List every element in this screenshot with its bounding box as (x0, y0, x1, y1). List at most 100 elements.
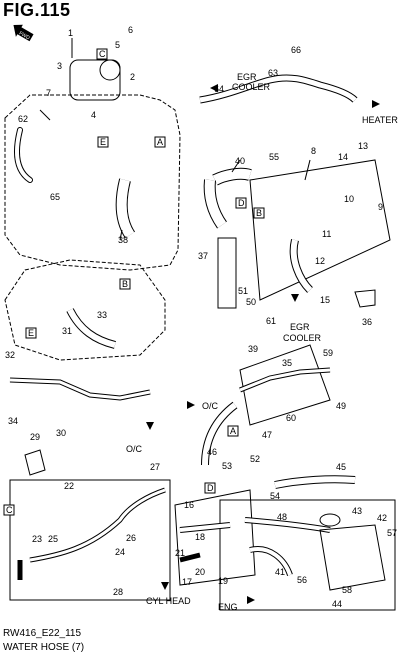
callout-35: 35 (282, 358, 292, 368)
callout-65: 65 (50, 192, 60, 202)
callout-12: 12 (315, 256, 325, 266)
ref-box-d-mid: D (204, 482, 216, 494)
callout-59: 59 (323, 348, 333, 358)
dest-egr-cooler-top-1: EGR (237, 72, 257, 82)
callout-25: 25 (48, 534, 58, 544)
svg-text:E: E (28, 328, 34, 338)
lower-left-box (9, 479, 171, 601)
reservoir-tank (319, 524, 386, 591)
ref-box-a-top: A (154, 136, 166, 148)
fwd-arrow-icon: FWD (13, 24, 34, 41)
callout-26: 26 (126, 533, 136, 543)
hose-17 (179, 552, 201, 563)
callout-15: 15 (320, 295, 330, 305)
callout-11: 11 (322, 229, 331, 239)
egr-cooler-top-arrow-icon (210, 84, 218, 92)
ref-box-d-top: D (235, 197, 247, 209)
callout-32: 32 (5, 350, 15, 360)
svg-text:A: A (230, 426, 236, 436)
svg-text:A: A (157, 137, 163, 147)
ref-box-e-mid: E (25, 327, 37, 339)
svg-text:FWD: FWD (18, 30, 31, 41)
engine-lower-outline (4, 259, 166, 361)
svg-text:C: C (6, 505, 13, 515)
dest-egr-cooler-mid-2: COOLER (283, 333, 322, 343)
callout-64: 64 (214, 84, 224, 94)
eng-arrow-icon (247, 596, 255, 604)
callout-8: 8 (311, 146, 316, 156)
pipe-37 (217, 237, 237, 309)
reservoir-box (219, 499, 396, 611)
thermostat-housing (69, 59, 121, 101)
callout-58: 58 (342, 585, 352, 595)
callout-30: 30 (56, 428, 66, 438)
cyl-head-box (174, 489, 256, 586)
callout-66: 66 (291, 45, 301, 55)
callout-21: 21 (175, 548, 185, 558)
svg-text:B: B (122, 279, 128, 289)
callout-1: 1 (68, 28, 73, 38)
callout-27: 27 (150, 462, 160, 472)
dest-egr-cooler-mid-1: EGR (290, 322, 310, 332)
hose-31 (66, 308, 117, 349)
callout-10: 10 (344, 194, 354, 204)
callout-34: 34 (8, 416, 18, 426)
svg-text:B: B (256, 208, 262, 218)
callout-18: 18 (195, 532, 205, 542)
pipe-box-mid (239, 344, 331, 426)
oc-left-arrow-icon (146, 422, 154, 430)
dest-oc-right: O/C (202, 401, 219, 411)
callout-47: 47 (262, 430, 272, 440)
callout-38: 38 (118, 235, 128, 245)
callout-14: 14 (338, 152, 348, 162)
callout-63: 63 (268, 68, 278, 78)
callout-28: 28 (113, 587, 123, 597)
callout-23: 23 (32, 534, 42, 544)
callout-61: 61 (266, 316, 276, 326)
callout-44: 44 (332, 599, 342, 609)
dest-egr-cooler-top-2: COOLER (232, 82, 271, 92)
callout-57: 57 (387, 528, 397, 538)
callout-2: 2 (130, 72, 135, 82)
callout-7: 7 (46, 88, 51, 98)
dest-cyl-head: CYL HEAD (146, 596, 191, 606)
callout-6: 6 (128, 25, 133, 35)
dest-heater: HEATER (362, 115, 398, 125)
ref-box-c-top: C (96, 48, 108, 60)
svg-text:D: D (207, 483, 214, 493)
callout-39: 39 (248, 344, 258, 354)
callout-19: 19 (218, 576, 228, 586)
bracket-29 (24, 449, 46, 476)
callout-5: 5 (115, 40, 120, 50)
callout-48: 48 (277, 512, 287, 522)
figure-caption: WATER HOSE (7) (3, 642, 85, 653)
callout-56: 56 (297, 575, 307, 585)
callout-13: 13 (358, 141, 368, 151)
ref-box-b-top: B (253, 207, 265, 219)
callout-54: 54 (270, 491, 280, 501)
callout-24: 24 (115, 547, 125, 557)
callout-41: 41 (275, 567, 285, 577)
callout-16: 16 (184, 500, 194, 510)
heater-pipe-box (249, 159, 391, 301)
callout-45: 45 (336, 462, 346, 472)
callout-22: 22 (64, 481, 74, 491)
callout-62: 62 (18, 114, 28, 124)
drawing-code: RW416_E22_115 (3, 628, 82, 639)
svg-text:C: C (99, 49, 106, 59)
ref-box-c-low: C (3, 504, 15, 516)
callout-53: 53 (222, 461, 232, 471)
callout-43: 43 (352, 506, 362, 516)
callout-52: 52 (250, 454, 260, 464)
bracket-36 (354, 289, 376, 308)
svg-text:D: D (238, 198, 245, 208)
reservoir-cap (319, 513, 341, 527)
callout-37: 37 (198, 251, 208, 261)
ref-box-b-mid: B (119, 278, 131, 290)
callout-49: 49 (336, 401, 346, 411)
callout-4: 4 (91, 110, 96, 120)
callout-51: 51 (238, 286, 248, 296)
heater-arrow-icon (372, 100, 380, 108)
callout-29: 29 (30, 432, 40, 442)
